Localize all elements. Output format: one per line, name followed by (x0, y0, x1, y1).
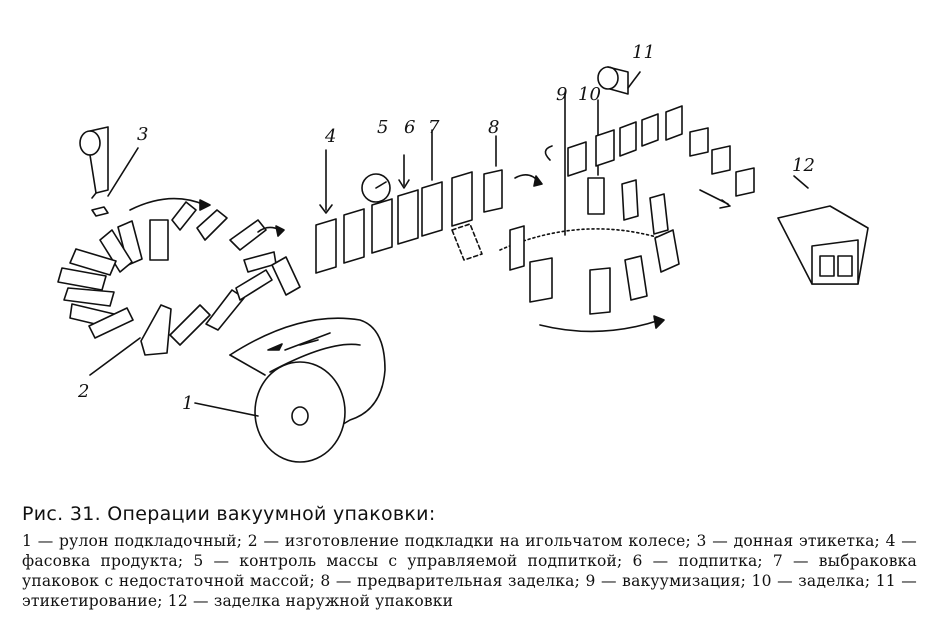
labeling-station (567, 66, 755, 209)
vacuum-carousel (499, 94, 680, 333)
label-3: 3 (137, 124, 148, 145)
label-1: 1 (182, 393, 193, 414)
label-5: 5 (377, 117, 388, 138)
filling-line (315, 129, 543, 274)
label-6: 6 (404, 117, 415, 138)
liner-roll (194, 317, 386, 463)
needle-wheel (57, 197, 277, 376)
label-9: 9 (556, 84, 567, 105)
label-7: 7 (428, 117, 440, 138)
outer-case (777, 175, 869, 285)
label-2: 2 (77, 381, 89, 402)
label-8: 8 (488, 117, 499, 138)
label-4: 4 (324, 126, 336, 147)
label-roll (79, 126, 139, 217)
label-12: 12 (792, 155, 815, 176)
figure-caption: Рис. 31. Операции вакуумной упаковки: 1 … (22, 503, 917, 611)
caption-title: Рис. 31. Операции вакуумной упаковки: (22, 503, 436, 525)
caption-legend: 1 — рулон подкладочный; 2 — изготовление… (22, 532, 917, 610)
liner-in-transit (271, 256, 301, 296)
packaging-diagram: 1 2 3 4 5 6 7 8 9 10 11 12 (57, 42, 869, 463)
label-10: 10 (578, 84, 601, 105)
label-11: 11 (632, 42, 655, 63)
